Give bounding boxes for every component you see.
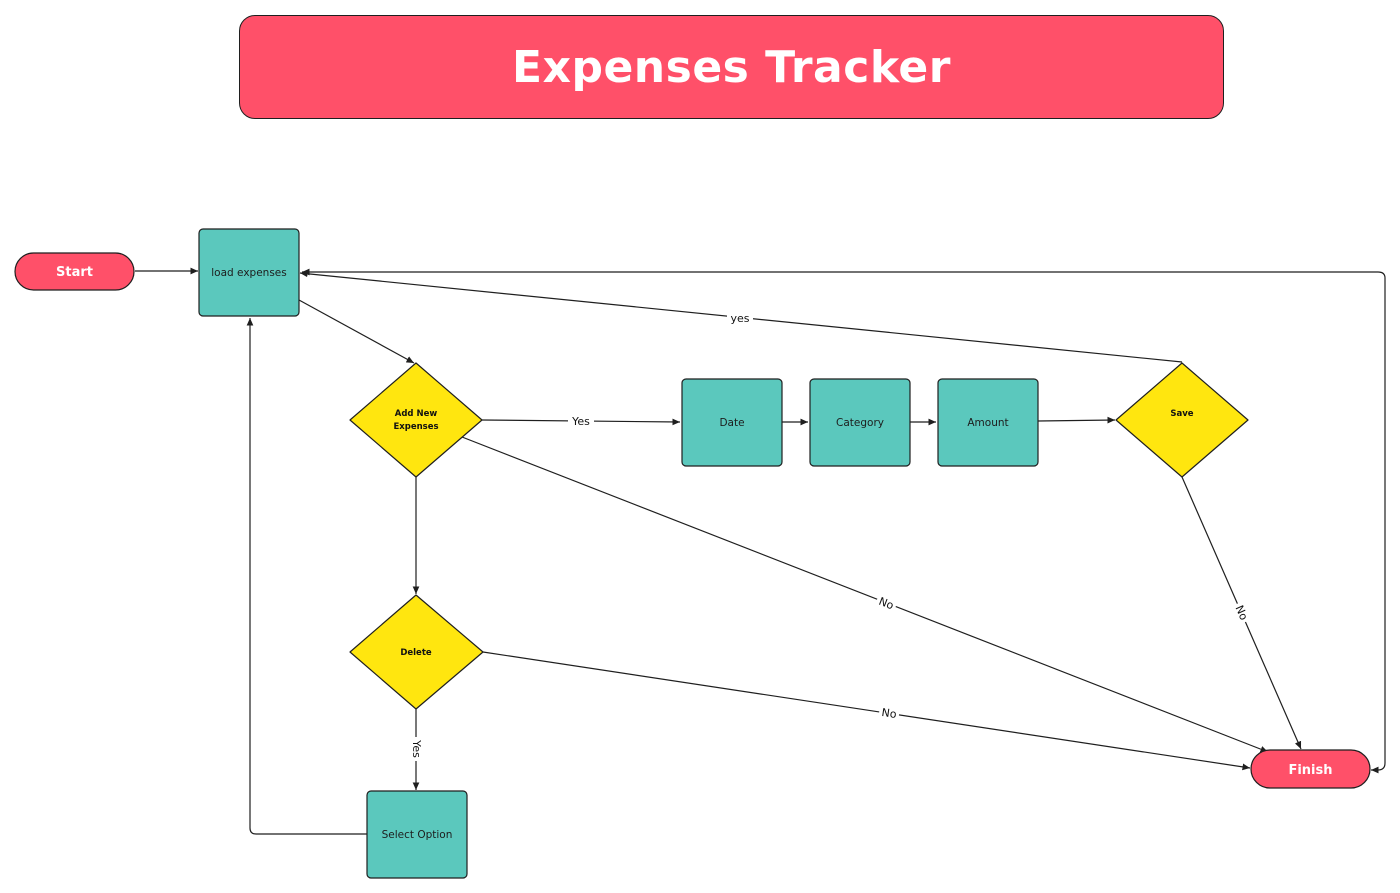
page-title: Expenses Tracker xyxy=(512,41,951,93)
process-amount: Amount xyxy=(937,378,1039,467)
finish-terminal: Finish xyxy=(1250,749,1371,789)
svg-text:Category: Category xyxy=(836,417,884,429)
process-category: Category xyxy=(809,378,911,467)
edge-select-load xyxy=(246,318,367,835)
svg-text:No: No xyxy=(1232,603,1250,622)
edge-label-add-yes: Yes xyxy=(568,414,594,428)
edge-label-delete-yes: Yes xyxy=(410,737,424,761)
svg-text:Select Option: Select Option xyxy=(382,829,453,841)
decision-delete: Delete xyxy=(349,594,484,710)
svg-text:Amount: Amount xyxy=(967,417,1008,429)
decision-save: Save xyxy=(1115,362,1249,478)
decision-add-new-expenses: Add New Expenses xyxy=(349,362,483,478)
svg-text:No: No xyxy=(877,595,896,613)
edge-label-save-yes: yes xyxy=(727,311,753,325)
process-select-option: Select Option xyxy=(366,790,468,879)
svg-text:Yes: Yes xyxy=(410,739,423,758)
svg-text:Expenses: Expenses xyxy=(393,422,438,432)
svg-text:Start: Start xyxy=(56,265,93,280)
start-terminal: Start xyxy=(14,252,135,291)
edge-delete-finish xyxy=(482,651,1251,771)
svg-text:load expenses: load expenses xyxy=(211,267,286,279)
svg-text:Yes: Yes xyxy=(571,415,590,428)
svg-text:Delete: Delete xyxy=(400,648,432,658)
edge-amount-save xyxy=(1037,416,1116,424)
svg-text:Add New: Add New xyxy=(395,409,438,419)
edge-add-finish xyxy=(461,436,1269,753)
svg-text:Finish: Finish xyxy=(1288,763,1332,778)
process-load-expenses: load expenses xyxy=(198,228,300,317)
svg-text:No: No xyxy=(881,706,898,721)
edge-finish-load xyxy=(302,268,1386,774)
edge-load-add xyxy=(298,299,415,364)
edge-label-add-no: No xyxy=(874,592,899,614)
edge-label-delete-no: No xyxy=(878,704,901,722)
edge-label-save-no: No xyxy=(1231,600,1253,625)
svg-text:Save: Save xyxy=(1170,409,1193,419)
title-banner: Expenses Tracker xyxy=(239,15,1224,119)
process-date: Date xyxy=(681,378,783,467)
svg-text:yes: yes xyxy=(730,312,749,325)
svg-text:Date: Date xyxy=(719,417,744,429)
